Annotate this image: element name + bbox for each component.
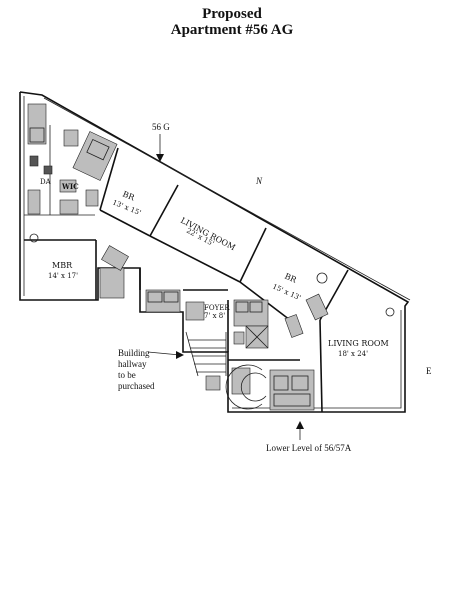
label-br1-name: BR <box>121 190 136 203</box>
label-br2-name: BR <box>283 272 298 285</box>
title-line-2: Apartment #56 AG <box>170 22 294 38</box>
hallway-line-3: to be <box>118 370 136 380</box>
label-wic: WIC <box>61 182 79 191</box>
arrow-56g-head <box>156 154 164 162</box>
stair-closet <box>231 367 251 395</box>
hallway-line-1: Building <box>118 348 150 358</box>
label-mbr-size: 14' x 17' <box>48 272 78 280</box>
compass-e: E <box>426 366 432 376</box>
label-foyer-size: 7' x 8' <box>204 312 225 320</box>
closet-mid <box>85 189 99 207</box>
closet-left <box>27 189 41 215</box>
arrow-hallway-head <box>176 351 184 359</box>
wic-shelf <box>59 179 77 193</box>
wic-shelf-2 <box>59 199 79 215</box>
title-line-1: Proposed <box>202 6 262 22</box>
label-br1-size: 13' x 15' <box>111 198 142 217</box>
interior-walls <box>24 125 349 413</box>
label-living2-size: 18' x 24' <box>338 350 368 358</box>
label-foyer-name: FOYER <box>204 304 230 312</box>
label-br2-size: 15' x 13' <box>271 283 302 303</box>
arrow-hallway <box>147 351 181 356</box>
compass-n: N <box>255 176 263 186</box>
building-hallway <box>185 331 227 377</box>
lower-level-label: Lower Level of 56/57A <box>266 443 352 453</box>
arrow-lower-level-head <box>296 421 304 429</box>
bath-lower <box>233 299 269 327</box>
bathtub <box>27 103 47 145</box>
label-mbr-name: MBR <box>52 261 73 270</box>
mbr-closet <box>99 267 125 299</box>
spiral-stair <box>225 364 263 410</box>
hallway-line-4: purchased <box>118 381 155 391</box>
label-56g: 56 G <box>152 122 170 132</box>
label-living2-name: LIVING ROOM <box>328 339 389 348</box>
toilet <box>63 129 79 147</box>
fixtures <box>27 103 395 411</box>
kitchen-lower <box>145 289 181 313</box>
arrows <box>147 134 304 440</box>
hallway-line-2: hallway <box>118 359 147 369</box>
label-da: DA <box>40 178 52 186</box>
